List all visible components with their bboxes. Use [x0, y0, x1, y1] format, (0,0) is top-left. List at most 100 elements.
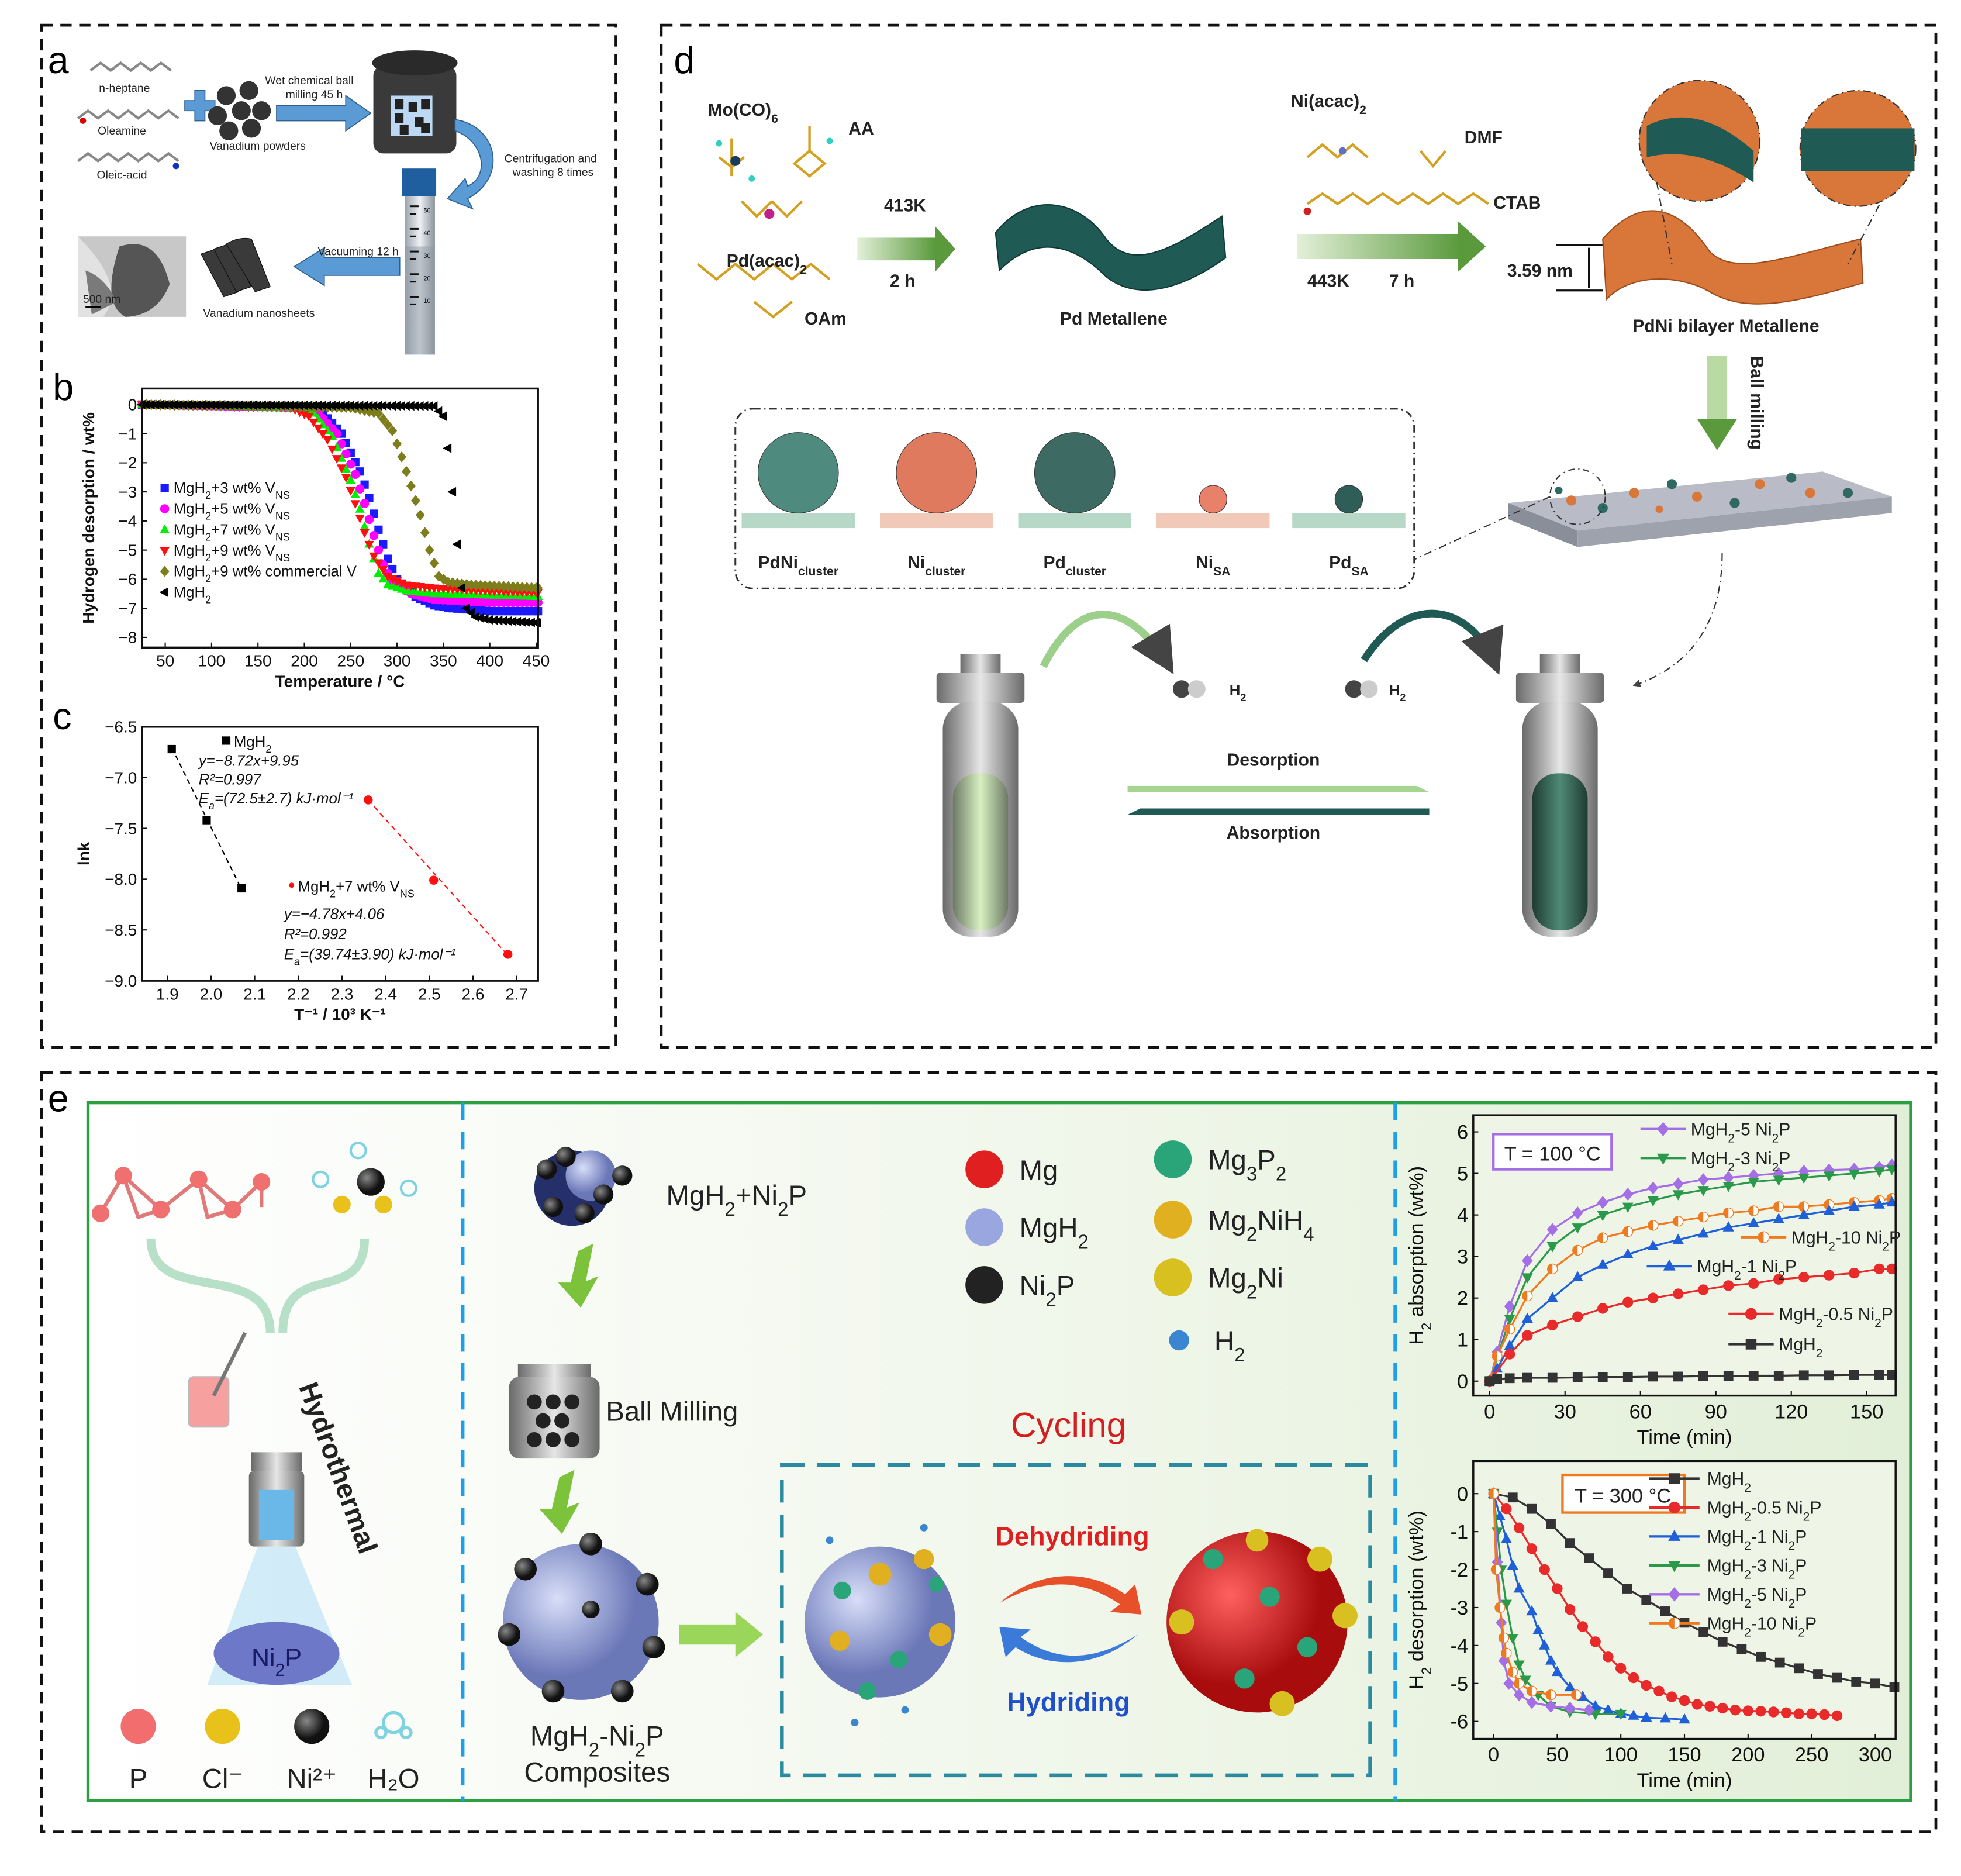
data-point — [1603, 1651, 1614, 1663]
step-label: Vacuuming 12 h — [318, 246, 399, 258]
data-point — [1806, 1708, 1817, 1719]
composite-particle-icon — [498, 1532, 665, 1703]
data-point-half — [1501, 1648, 1507, 1658]
x-axis-label: Temperature / °C — [275, 672, 405, 690]
data-point — [1641, 1595, 1652, 1605]
data-point-half — [1546, 1689, 1551, 1700]
x-tick-label: 300 — [1859, 1744, 1892, 1766]
arrow-step1-icon — [857, 237, 935, 261]
data-point — [1798, 1208, 1810, 1219]
composite-label: Composites — [524, 1757, 670, 1788]
data-point — [1545, 1654, 1557, 1665]
data-point — [1622, 1372, 1633, 1382]
data-point — [1597, 1211, 1608, 1222]
data-point-half — [1648, 1220, 1653, 1230]
data-point — [1648, 1371, 1658, 1382]
data-point — [1547, 1372, 1558, 1383]
data-point — [160, 504, 170, 513]
legend-entry: MgH2-3 Ni2P — [1707, 1557, 1807, 1581]
data-point — [1527, 1503, 1537, 1514]
hydride-particle-icon — [805, 1523, 955, 1727]
x-tick-label: 30 — [1554, 1401, 1576, 1423]
molecule-icons — [77, 61, 179, 170]
panel-d: d Mo(CO)6 AA Pd(acac)2 OAm 413K 2 h Pd M… — [674, 39, 1917, 937]
data-point — [1874, 1370, 1884, 1380]
step-time: 2 h — [890, 271, 915, 291]
x-tick-label: 200 — [291, 652, 318, 670]
data-point-half — [1571, 1689, 1577, 1700]
legend-entry: MgH2+9 wt% VNS — [174, 543, 290, 564]
arrow-down-head — [1697, 419, 1738, 450]
data-point — [1572, 1271, 1583, 1282]
series-1 — [1488, 1488, 1843, 1722]
data-point — [1848, 1200, 1860, 1211]
y-tick-label: −6.5 — [105, 718, 137, 736]
x-tick-label: 50 — [156, 652, 174, 670]
y-axis-label: H2 absorption (wt%) — [1406, 1166, 1434, 1345]
data-point — [1851, 1677, 1862, 1687]
ball-mill-icon — [509, 1364, 600, 1459]
data-point — [1513, 1582, 1525, 1593]
data-point — [304, 412, 314, 422]
data-point-half — [1499, 1633, 1504, 1643]
data-point — [1572, 1311, 1583, 1322]
data-point — [1698, 1371, 1708, 1381]
data-point — [332, 455, 342, 464]
data-point — [1584, 1553, 1594, 1563]
data-point-half — [1758, 1232, 1764, 1243]
panel-label-c: c — [53, 695, 71, 737]
data-point — [388, 425, 398, 436]
data-point — [1697, 1173, 1709, 1187]
data-point — [378, 566, 388, 575]
nanosheets-icon — [201, 237, 271, 298]
data-point — [1889, 1682, 1900, 1692]
x-tick-label: 2.3 — [331, 985, 354, 1003]
absorption-label: Absorption — [1227, 823, 1320, 843]
substrate — [1292, 513, 1406, 529]
data-point — [222, 736, 231, 745]
data-point — [336, 464, 347, 474]
data-point — [420, 527, 430, 539]
data-point-half — [1673, 1216, 1679, 1226]
catalyst-slab-icon — [1508, 468, 1892, 547]
y-tick-label: −3 — [118, 483, 137, 501]
data-point-half — [1507, 1667, 1513, 1677]
data-point — [1798, 1173, 1810, 1184]
data-point — [1526, 1543, 1538, 1554]
series-5 — [136, 399, 542, 628]
series-line — [1493, 1494, 1577, 1696]
data-point — [309, 418, 319, 427]
y-axis-label: lnk — [75, 842, 93, 865]
data-point — [1742, 1705, 1753, 1716]
y-tick-label: −8.0 — [105, 870, 137, 888]
data-point — [1773, 1213, 1784, 1223]
data-point — [364, 540, 374, 550]
x-tick-label: 2.5 — [418, 985, 441, 1003]
series-5 — [1484, 1370, 1897, 1387]
panel-abc-border — [40, 23, 617, 1049]
fit-annotation: R²=0.992 — [284, 926, 347, 943]
data-point — [1672, 1190, 1684, 1201]
data-point-half — [1669, 1618, 1675, 1629]
data-point — [1745, 1308, 1758, 1320]
dehydriding-label: Dehydriding — [995, 1521, 1149, 1551]
green-arrow-icon — [539, 1470, 580, 1534]
data-point — [1886, 1263, 1897, 1275]
data-point — [410, 495, 420, 506]
legend-label: H2 — [1214, 1326, 1245, 1366]
pd-metallene-label: Pd Metallene — [1060, 309, 1168, 329]
data-point-half — [1522, 1291, 1528, 1301]
data-point — [1501, 1503, 1512, 1515]
data-point — [1603, 1568, 1613, 1578]
data-point-half — [1748, 1206, 1754, 1216]
h2-label: H2 — [1389, 682, 1406, 704]
data-point — [1565, 1604, 1576, 1615]
x-tick-label: 150 — [1667, 1744, 1701, 1766]
data-point-half — [1698, 1212, 1704, 1222]
data-point — [1648, 1292, 1659, 1303]
y-tick-label: −7.5 — [105, 819, 137, 837]
cycling-box — [780, 1463, 1372, 1778]
data-point — [415, 509, 425, 521]
data-point — [1722, 1221, 1734, 1232]
